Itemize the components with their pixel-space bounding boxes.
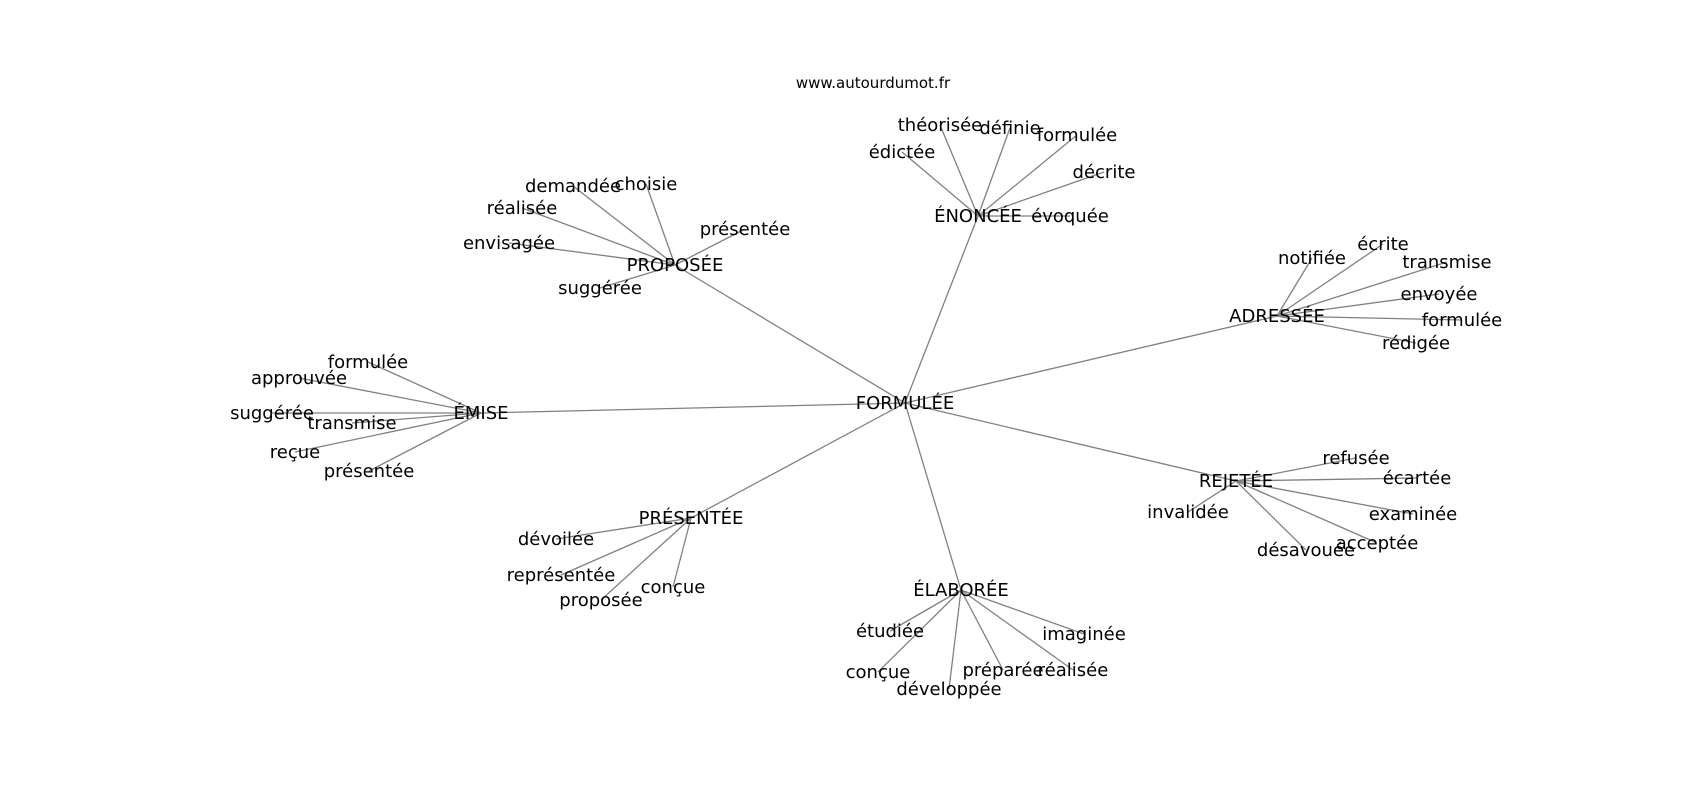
edge-center-presentee <box>690 402 906 519</box>
leaf-node-rejetee-ecartee: écartée <box>1383 468 1452 489</box>
edge-elaboree-preparee <box>960 589 1004 671</box>
edge-rejetee-acceptee <box>1235 480 1378 544</box>
leaf-node-emise-suggeree: suggérée <box>230 403 314 424</box>
edge-adressee-transmise <box>1276 261 1448 317</box>
graph-edges <box>272 124 1463 690</box>
edge-proposee-suggeree <box>599 264 676 289</box>
edge-presentee-proposee <box>600 517 692 601</box>
edge-rejetee-desavouee <box>1235 480 1307 551</box>
edge-center-elaboree <box>904 402 962 591</box>
edge-elaboree-realisee <box>960 589 1074 671</box>
leaf-node-enoncee-theorisee: théorisée <box>898 115 982 136</box>
edge-adressee-formulee <box>1276 315 1463 321</box>
edge-elaboree-concue <box>877 589 962 673</box>
leaf-node-elaboree-imaginee: imaginée <box>1042 624 1126 645</box>
leaf-node-elaboree-concue: conçue <box>846 662 911 683</box>
leaf-node-adressee-ecrite: écrite <box>1357 234 1409 255</box>
edge-proposee-realisee <box>521 207 676 266</box>
leaf-node-rejetee-acceptee: acceptée <box>1336 533 1419 554</box>
leaf-node-proposee-suggeree: suggérée <box>558 278 642 299</box>
edge-elaboree-imaginee <box>960 589 1085 635</box>
leaf-node-enoncee-formulee: formulée <box>1037 125 1118 146</box>
leaf-node-adressee-notifiee: notifiée <box>1278 248 1346 269</box>
edge-presentee-concue <box>672 517 692 588</box>
leaf-node-proposee-realisee: réalisée <box>487 198 558 219</box>
edge-center-emise <box>480 402 906 414</box>
edge-emise-transmise <box>351 412 482 424</box>
leaf-node-proposee-envisagee: envisagée <box>463 233 555 254</box>
leaf-node-elaboree-realisee: réalisée <box>1038 660 1109 681</box>
edge-center-rejetee <box>904 402 1237 482</box>
leaf-node-proposee-choisie: choisie <box>615 174 678 195</box>
edge-enoncee-edictee <box>901 151 979 217</box>
edge-emise-recue <box>294 412 482 453</box>
leaf-node-emise-formulee: formulée <box>328 352 409 373</box>
leaf-node-enoncee-definie: définie <box>979 118 1040 139</box>
edge-center-enoncee <box>904 215 979 404</box>
watermark: www.autourdumot.fr <box>796 74 951 92</box>
leaf-node-rejetee-examinee: examinée <box>1369 504 1458 525</box>
edge-adressee-notifiee <box>1276 257 1313 317</box>
edge-proposee-choisie <box>645 183 676 266</box>
edge-proposee-presentee <box>674 228 746 266</box>
edge-emise-approuvee <box>298 377 482 414</box>
edge-enoncee-formulee <box>977 134 1078 217</box>
edge-center-proposee <box>674 264 906 404</box>
leaf-node-emise-recue: reçue <box>270 442 320 463</box>
edge-elaboree-etudiee <box>889 589 962 632</box>
leaf-node-emise-presentee: présentée <box>324 461 415 482</box>
edge-proposee-envisagee <box>508 242 676 266</box>
leaf-node-elaboree-preparee: préparée <box>962 660 1043 681</box>
leaf-node-presentee-proposee: proposée <box>559 590 642 611</box>
leaf-node-presentee-representee: représentée <box>507 565 616 586</box>
leaf-node-rejetee-refusee: refusée <box>1322 448 1389 469</box>
edge-adressee-ecrite <box>1276 243 1384 317</box>
edge-rejetee-examinee <box>1235 480 1414 515</box>
edge-elaboree-developpee <box>948 589 962 690</box>
leaf-node-emise-approuvee: approuvée <box>251 368 347 389</box>
graph-labels: FORMULÉEÉNONCÉEthéoriséedéfinieformuléeé… <box>230 115 1502 700</box>
edge-enoncee-decrite <box>977 171 1105 217</box>
edge-enoncee-definie <box>977 127 1011 217</box>
leaf-node-adressee-redigee: rédigée <box>1382 333 1450 354</box>
edge-enoncee-theorisee <box>939 124 979 217</box>
leaf-node-emise-transmise: transmise <box>307 413 396 434</box>
edge-adressee-envoyee <box>1276 293 1440 317</box>
leaf-node-enoncee-evoquee: évoquée <box>1031 206 1109 227</box>
center-node: FORMULÉE <box>856 392 955 414</box>
branch-node-rejetee: REJETÉE <box>1199 470 1273 492</box>
edge-proposee-demandee <box>572 185 676 266</box>
leaf-node-proposee-presentee: présentée <box>700 219 791 240</box>
leaf-node-adressee-transmise: transmise <box>1402 252 1491 273</box>
edge-adressee-redigee <box>1276 315 1417 344</box>
branch-node-elaboree: ÉLABORÉE <box>913 579 1009 601</box>
leaf-node-presentee-concue: conçue <box>641 577 706 598</box>
leaf-node-enoncee-edictee: édictée <box>869 142 936 163</box>
branch-node-presentee: PRÉSENTÉE <box>639 507 744 529</box>
edge-emise-presentee <box>368 412 482 472</box>
leaf-node-adressee-envoyee: envoyée <box>1401 284 1478 305</box>
branch-node-adressee: ADRESSÉE <box>1229 305 1325 327</box>
leaf-node-rejetee-invalidee: invalidée <box>1147 502 1229 523</box>
branch-node-emise: ÉMISE <box>453 402 508 424</box>
edge-rejetee-refusee <box>1235 457 1357 482</box>
leaf-node-presentee-devoilee: dévoilée <box>518 529 594 550</box>
edge-rejetee-invalidee <box>1187 480 1237 513</box>
leaf-node-enoncee-decrite: décrite <box>1073 162 1136 183</box>
edge-center-adressee <box>904 315 1278 404</box>
leaf-node-adressee-formulee: formulée <box>1422 310 1503 331</box>
leaf-node-rejetee-desavouee: désavouée <box>1257 540 1355 561</box>
edge-presentee-devoilee <box>555 517 692 540</box>
branch-node-proposee: PROPOSÉE <box>627 254 724 276</box>
edge-presentee-representee <box>560 517 692 576</box>
edge-emise-formulee <box>367 361 482 414</box>
edge-rejetee-ecartee <box>1235 477 1418 482</box>
leaf-node-elaboree-developpee: développée <box>896 679 1001 700</box>
branch-node-enoncee: ÉNONCÉE <box>934 205 1022 227</box>
leaf-node-elaboree-etudiee: étudiée <box>856 621 924 642</box>
leaf-node-proposee-demandee: demandée <box>525 176 621 197</box>
